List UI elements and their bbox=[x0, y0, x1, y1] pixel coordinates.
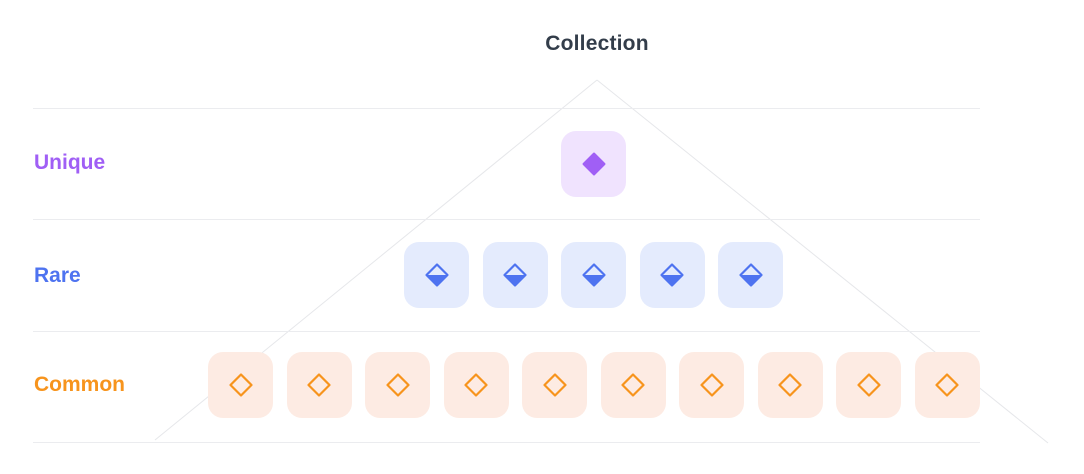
collection-tile-common[interactable] bbox=[443, 352, 509, 418]
diamond-filled-icon bbox=[581, 151, 607, 177]
diamond-half-filled-icon bbox=[581, 262, 607, 288]
collection-tile-rare[interactable] bbox=[561, 242, 626, 308]
tier-label-unique: Unique bbox=[34, 151, 106, 174]
collection-tile-rare[interactable] bbox=[718, 242, 783, 308]
collection-tile-common[interactable] bbox=[522, 352, 587, 418]
divider bbox=[33, 331, 980, 332]
collection-tile-unique[interactable] bbox=[561, 131, 626, 197]
collection-tile-common[interactable] bbox=[914, 352, 980, 418]
diamond-outline-icon bbox=[463, 372, 489, 398]
divider bbox=[33, 442, 980, 443]
diamond-half-filled-icon bbox=[738, 262, 764, 288]
collection-tile-common[interactable] bbox=[286, 352, 352, 418]
collection-tile-common[interactable] bbox=[365, 352, 430, 418]
diamond-outline-icon bbox=[856, 372, 882, 398]
tier-label-common: Common bbox=[34, 373, 125, 396]
diamond-outline-icon bbox=[934, 372, 960, 398]
collection-tile-common[interactable] bbox=[679, 352, 744, 418]
diamond-outline-icon bbox=[385, 372, 411, 398]
collection-tile-common[interactable] bbox=[757, 352, 823, 418]
diamond-outline-icon bbox=[542, 372, 568, 398]
divider bbox=[33, 219, 980, 220]
diamond-outline-icon bbox=[306, 372, 332, 398]
collection-title: Collection bbox=[545, 32, 649, 55]
divider bbox=[33, 108, 980, 109]
collection-tile-rare[interactable] bbox=[639, 242, 705, 308]
diamond-outline-icon bbox=[699, 372, 725, 398]
diamond-outline-icon bbox=[620, 372, 646, 398]
collection-tile-common[interactable] bbox=[836, 352, 901, 418]
collection-tile-common[interactable] bbox=[600, 352, 666, 418]
collection-tile-common[interactable] bbox=[208, 352, 273, 418]
diamond-half-filled-icon bbox=[659, 262, 685, 288]
diamond-half-filled-icon bbox=[424, 262, 450, 288]
collection-tile-rare[interactable] bbox=[482, 242, 548, 308]
tier-label-rare: Rare bbox=[34, 264, 81, 287]
diamond-half-filled-icon bbox=[502, 262, 528, 288]
collection-tile-rare[interactable] bbox=[404, 242, 469, 308]
diamond-outline-icon bbox=[228, 372, 254, 398]
diamond-outline-icon bbox=[777, 372, 803, 398]
